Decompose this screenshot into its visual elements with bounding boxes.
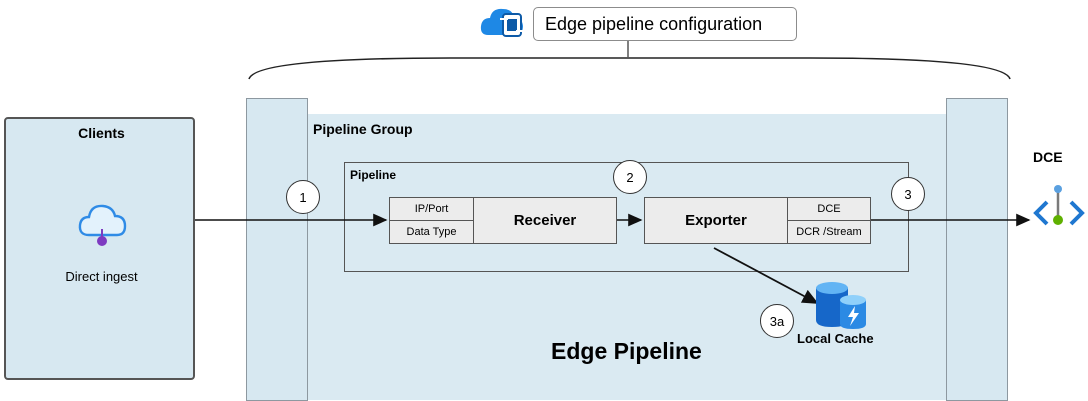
step-3-marker: 3 <box>891 177 925 211</box>
clients-panel: Clients Direct ingest <box>4 117 195 380</box>
database-icon <box>814 280 870 330</box>
dce-icon <box>1033 184 1085 238</box>
edge-config-box: Edge pipeline configuration <box>533 7 797 41</box>
local-cache-label: Local Cache <box>797 331 874 346</box>
edge-config-title: Edge pipeline configuration <box>545 13 763 34</box>
edge-pipeline-title: Edge Pipeline <box>551 338 702 364</box>
step-1-marker: 1 <box>286 180 320 214</box>
pipeline-title: Pipeline <box>350 168 397 182</box>
group-brace <box>248 57 1011 80</box>
receiver-field-data-type: Data Type <box>389 220 474 244</box>
exporter-field-dcr-stream: DCR /Stream <box>787 220 871 244</box>
step-2-marker: 2 <box>613 160 647 194</box>
pipeline-group-right-pillar <box>946 98 1008 401</box>
receiver-box: Receiver <box>473 197 617 244</box>
pipeline-group-title: Pipeline Group <box>313 121 413 137</box>
dce-label: DCE <box>1033 149 1063 165</box>
cloud-ingest-icon <box>77 201 129 249</box>
cloud-config-icon <box>480 5 538 43</box>
clients-title: Clients <box>78 125 125 141</box>
cache-arrow <box>713 247 819 304</box>
direct-ingest-label: Direct ingest <box>65 269 138 284</box>
pipeline-group-left-pillar <box>246 98 308 401</box>
exporter-box: Exporter <box>644 197 788 244</box>
exporter-field-dce: DCE <box>787 197 871 221</box>
step-3a-marker: 3a <box>760 304 794 338</box>
